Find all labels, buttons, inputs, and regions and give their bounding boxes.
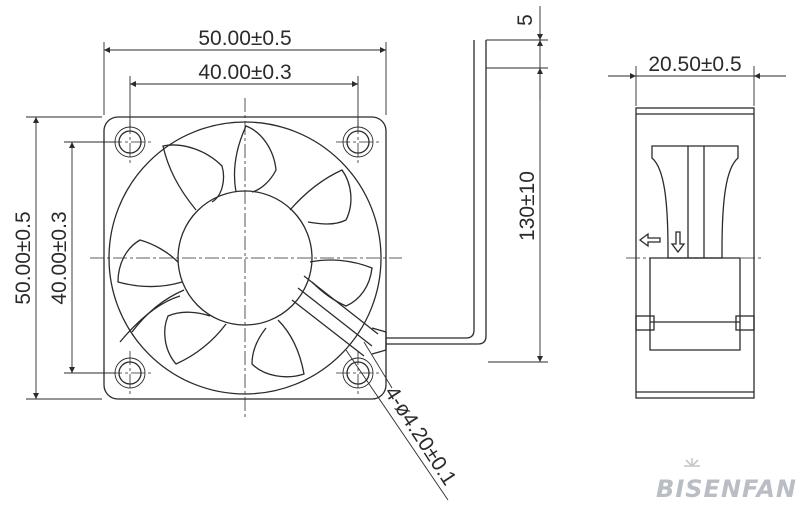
lead-length-label: 130±10 [516,171,539,241]
rotation-arrow-icon [670,231,686,254]
inner-height-label: 40.00±0.3 [48,211,71,304]
hole-size-label: 4-ø4.20±0.1 [380,382,461,489]
mounting-holes [114,126,374,389]
brand-logo: BISENFAN [656,458,797,503]
lead-wires [386,40,487,345]
outer-height-label: 50.00±0.5 [12,211,35,304]
lead-offset-label: 5 [514,14,537,26]
side-view [626,107,764,399]
dimension-lines [26,6,548,501]
outer-width-label: 50.00±0.5 [198,27,291,50]
front-view [90,40,487,420]
lead-channel [119,275,387,357]
depth-label: 20.50±0.5 [648,53,741,76]
side-frame-outline [635,107,755,399]
airflow-arrow-icon [638,232,661,248]
inner-width-label: 40.00±0.3 [198,61,291,84]
fan-blades [117,125,373,378]
brand-logo-text: BISENFAN [656,475,797,503]
sun-icon [684,458,700,467]
side-dimension [608,66,786,106]
